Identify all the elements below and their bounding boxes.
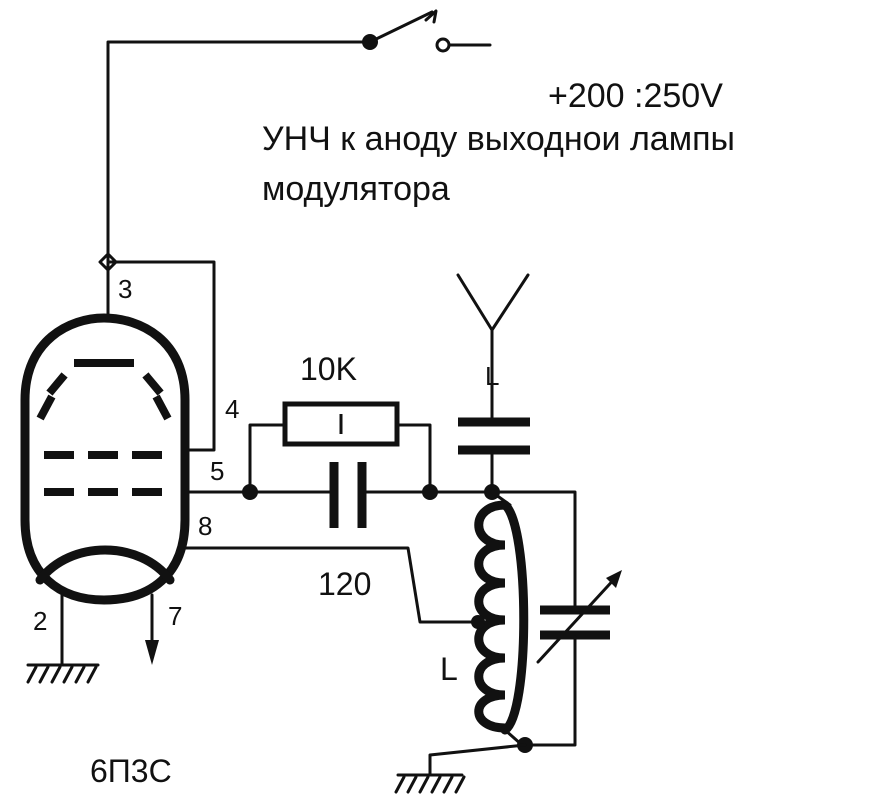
capacitor-value-label: 120 [318, 566, 371, 602]
antenna [456, 273, 530, 500]
resistor-value-label: 10K [300, 351, 357, 387]
ground-symbol-right [394, 743, 527, 794]
pin-label-anode: 3 [118, 274, 132, 304]
tube-leads [60, 490, 480, 667]
antenna-coupling-label: L [485, 361, 499, 391]
anode-wiring [98, 252, 216, 452]
pin-label-heater-a: 2 [33, 606, 47, 636]
ground-symbol-left [26, 663, 100, 684]
inductor-label: L [440, 651, 458, 687]
tube-type-label: 6П3С [90, 753, 172, 789]
variable-capacitor [490, 490, 622, 747]
supply-note-line1: УНЧ к аноду выходнои лампы [262, 120, 735, 158]
tank-coil [471, 490, 533, 753]
grid-leak-network [242, 401, 494, 528]
power-switch [106, 9, 492, 264]
supply-note-line2: модулятора [262, 170, 450, 208]
pin-label-heater-b: 7 [168, 601, 182, 631]
pin-label-g2: 4 [225, 394, 239, 424]
pin-label-beam: 8 [198, 511, 212, 541]
pin-label-g1: 5 [210, 456, 224, 486]
vacuum-tube [20, 313, 190, 605]
supply-voltage-label: +200 :250V [548, 77, 723, 115]
